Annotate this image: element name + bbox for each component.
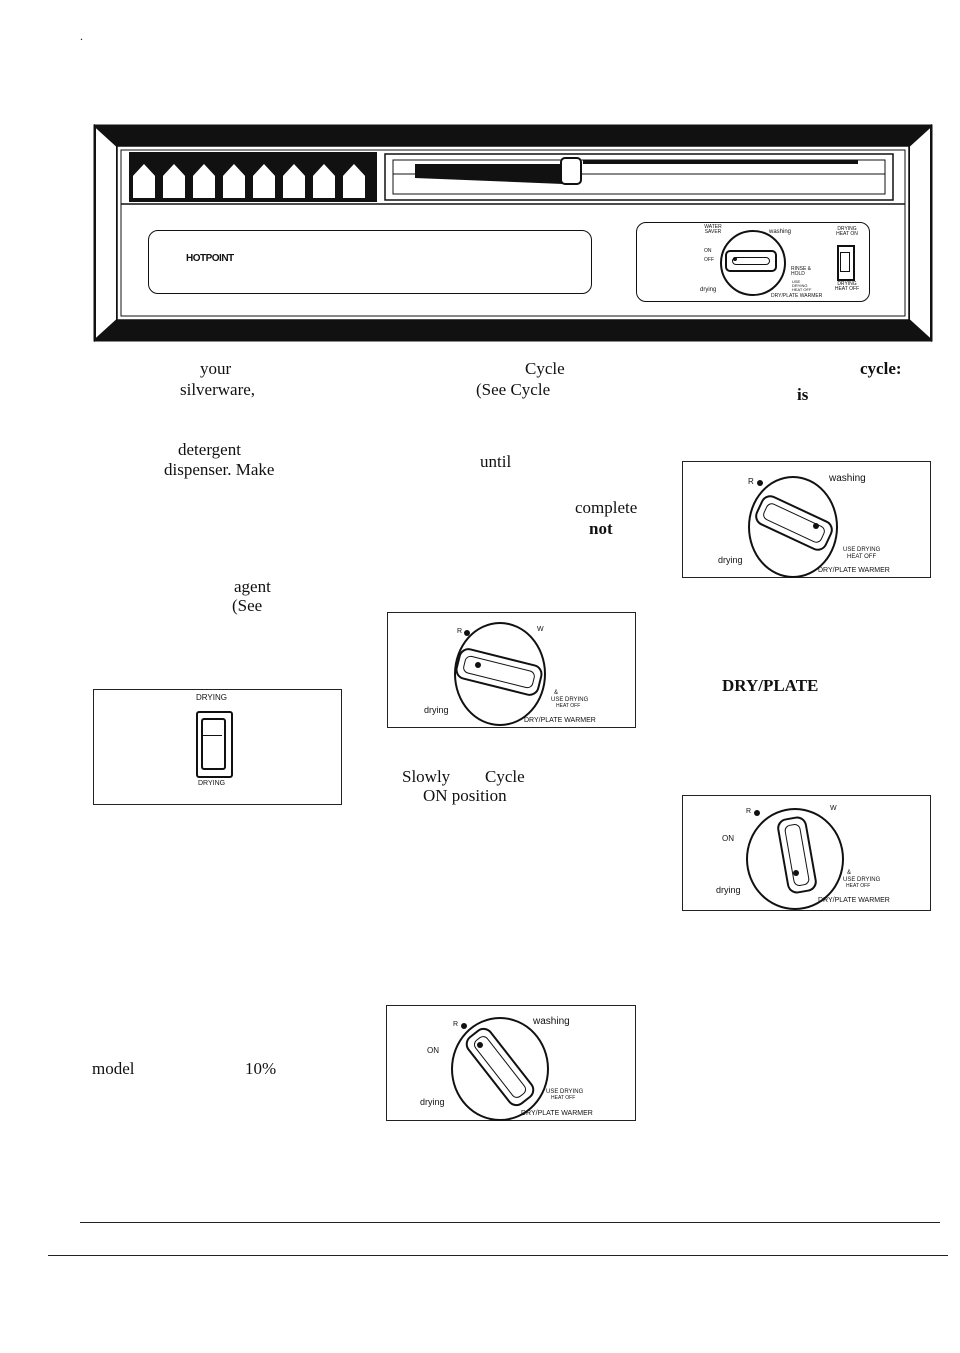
dial-label-washing: washing (769, 229, 792, 235)
dial-label-r: R (746, 808, 752, 815)
text-is: is (797, 385, 809, 404)
dial-marker-dot (754, 810, 760, 816)
brand-nameplate (148, 230, 592, 294)
control-area (636, 222, 870, 302)
dial-label-drying: drying (420, 1097, 445, 1107)
dial-label-r: R (453, 1021, 459, 1028)
vent-slot (133, 164, 155, 198)
text-see: (See (232, 596, 263, 615)
dial-label-water-saver: WATER SAVER (704, 224, 722, 235)
dial-label-heat-off: HEAT OFF (846, 883, 871, 889)
text-until: until (480, 452, 512, 471)
text-agent: agent (234, 577, 271, 596)
dial-label-dry-plate-warmer: DRY/PLATE WARMER (521, 1110, 593, 1117)
vent-slot (193, 164, 215, 198)
dial-marker-dot (757, 480, 763, 486)
dial-label-on: ON (427, 1046, 439, 1055)
text-detergent: detergent (178, 440, 241, 459)
vent-slot (283, 164, 305, 198)
text-model: model (92, 1059, 135, 1078)
dial-pointer-dot (475, 662, 481, 668)
dial-marker-dot (461, 1023, 467, 1029)
text-not: not (589, 519, 613, 538)
vent-slot (253, 164, 275, 198)
dial-label-washing: washing (829, 473, 866, 484)
dial-marker-dot (464, 630, 470, 636)
vent-slot (313, 164, 335, 198)
dial-label-r: R (457, 628, 463, 635)
drying-switch-rocker-line (203, 735, 222, 736)
dial-label-heat-off: HEAT OFF (556, 703, 581, 709)
dial-label-off: OFF (704, 257, 714, 263)
text-see-cycle: (See Cycle (476, 380, 551, 399)
text-cycle-colon: cycle: (860, 359, 902, 378)
text-your: your (200, 359, 232, 378)
dial-label-drying: drying (700, 287, 717, 293)
dial-indicator-dot (733, 257, 737, 261)
control-panel-illustration: HOTPOINT WATER SAVER washing ON OFF RINS… (93, 123, 933, 343)
dial-label-use-drying-heat-off: USE DRYING HEAT OFF (792, 279, 812, 292)
vent-slot (343, 164, 365, 198)
text-cycle-2: Cycle (485, 767, 525, 786)
text-cycle: Cycle (525, 359, 565, 378)
text-slowly: Slowly (402, 767, 451, 786)
dial-label-use-drying: USE DRYING (546, 1089, 584, 1095)
dial-label-dry-plate-warmer: DRY/PLATE WARMER (818, 897, 890, 904)
dial-label-drying: drying (718, 555, 743, 565)
dial-label-dry-plate-warmer: DRY/PLATE WARMER (524, 717, 596, 724)
brand-logo: HOTPOINT (186, 253, 234, 264)
dial-pointer-dot (813, 523, 819, 529)
dial-label-dry-plate-warmer: DRY/PLATE WARMER (771, 293, 823, 299)
dial-label-use-drying: USE DRYING (551, 697, 589, 703)
dial-label-on: ON (722, 834, 734, 843)
dial-label-use-drying: USE DRYING (843, 547, 881, 553)
dial-label-on: ON (704, 248, 712, 254)
cycle-dial-knob (725, 250, 777, 272)
text-silverware: silverware, (180, 380, 256, 399)
drying-heat-switch[interactable] (837, 245, 855, 281)
switch-bottom-label: DRYING (198, 780, 226, 787)
dial-label-drying: drying (716, 885, 741, 895)
dial-label-r: R (748, 477, 754, 486)
dial-label-dry-plate-warmer: DRY/PLATE WARMER (818, 567, 890, 574)
dial-label-amp: & (847, 870, 852, 876)
text-complete: complete (575, 498, 638, 517)
drying-heat-switch-rocker (840, 252, 850, 272)
text-on-position: ON position (423, 786, 507, 805)
switch-label-heat-off: DRYING HEAT OFF (834, 281, 860, 292)
vent-slot (163, 164, 185, 198)
stray-mark: . (80, 29, 83, 43)
switch-top-label: DRYING (196, 693, 227, 702)
dial-label-rinse-hold: RINSE & HOLD (791, 266, 812, 277)
text-dry-plate: DRY/PLATE (722, 676, 819, 695)
dial-label-heat-off: HEAT OFF (551, 1095, 576, 1101)
footer-rule-upper (80, 1222, 940, 1223)
text-percent: 10% (245, 1059, 277, 1078)
text-dispenser: dispenser. Make (164, 460, 275, 479)
dial-pointer-dot (477, 1042, 483, 1048)
dial-label-amp: & (554, 690, 559, 696)
dial-label-heat-off: HEAT OFF (847, 554, 877, 560)
vent-slot (223, 164, 245, 198)
drying-switch-rocker (201, 718, 226, 770)
footer-rule-lower (48, 1255, 948, 1256)
dial-label-w: W (830, 805, 837, 812)
dial-label-washing: washing (533, 1016, 570, 1027)
dial-label-drying: drying (424, 705, 449, 715)
dial-pointer-dot (793, 870, 799, 876)
dial-label-w: W (537, 626, 544, 633)
switch-label-heat-on: DRYING HEAT ON (836, 226, 858, 237)
dial-label-use-drying: USE DRYING (843, 877, 881, 883)
